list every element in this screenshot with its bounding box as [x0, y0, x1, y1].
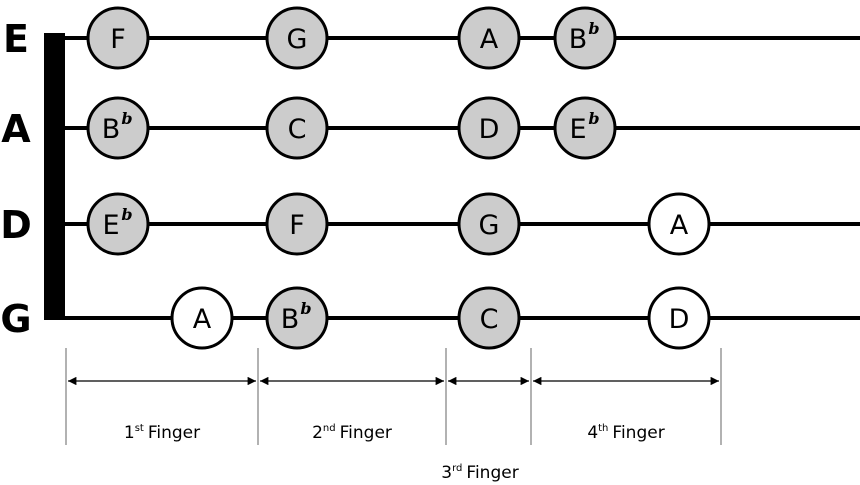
finger-word: Finger	[148, 423, 200, 443]
note-d-2: F	[265, 192, 329, 256]
note-a-2: C	[265, 96, 329, 160]
note-circle	[86, 6, 150, 70]
note-g-3: C	[457, 286, 521, 350]
note-e-3: A	[457, 6, 521, 70]
note-circle	[265, 96, 329, 160]
string-label-g: G	[0, 297, 31, 341]
finger-ordinal-suffix: st	[135, 423, 144, 434]
note-accidental: b	[121, 109, 132, 128]
note-name: C	[480, 304, 499, 335]
note-circle	[86, 192, 150, 256]
finger-ordinal-suffix: rd	[452, 463, 462, 474]
note-name: A	[670, 210, 689, 241]
note-name: A	[193, 304, 212, 335]
note-accidental: b	[588, 109, 599, 128]
string-label-d: D	[0, 203, 32, 247]
note-circle	[265, 286, 329, 350]
note-circle	[86, 96, 150, 160]
note-e-2: G	[265, 6, 329, 70]
note-e-1: F	[86, 6, 150, 70]
note-name: E	[102, 210, 119, 241]
note-circle	[553, 96, 617, 160]
note-circle	[647, 192, 711, 256]
note-circle	[265, 192, 329, 256]
note-circle	[553, 6, 617, 70]
string-label-e: E	[3, 17, 29, 61]
finger-ordinal-suffix: th	[598, 423, 608, 434]
string-label-a: A	[1, 107, 31, 151]
note-g-4: D	[647, 286, 711, 350]
note-name: B	[569, 24, 588, 55]
finger-number: 1	[124, 423, 135, 443]
note-accidental: b	[588, 19, 599, 38]
note-name: G	[479, 210, 500, 241]
note-circle	[457, 96, 521, 160]
note-d-4: A	[647, 192, 711, 256]
note-name: C	[288, 114, 307, 145]
note-circle	[457, 286, 521, 350]
note-name: B	[102, 114, 121, 145]
finger-word: Finger	[466, 463, 518, 483]
note-accidental: b	[121, 205, 132, 224]
finger-number: 4	[587, 423, 598, 443]
note-name: D	[479, 114, 500, 145]
finger-number: 3	[441, 463, 452, 483]
note-name: D	[669, 304, 690, 335]
finger-label-4: 4th Finger	[587, 423, 664, 443]
note-g-1: A	[170, 286, 234, 350]
note-name: G	[287, 24, 308, 55]
note-name: A	[480, 24, 499, 55]
note-d-3: G	[457, 192, 521, 256]
finger-number: 2	[312, 423, 323, 443]
string-letters-layer: E A D G	[0, 17, 32, 341]
note-name: F	[289, 210, 305, 241]
note-name: F	[110, 24, 126, 55]
finger-ordinal-suffix: nd	[323, 423, 336, 434]
finger-word: Finger	[340, 423, 392, 443]
note-a-3: D	[457, 96, 521, 160]
note-name: B	[281, 304, 300, 335]
note-circle	[457, 6, 521, 70]
finger-label-2: 2nd Finger	[312, 423, 392, 443]
note-accidental: b	[300, 299, 311, 318]
note-circle	[170, 286, 234, 350]
note-circle	[647, 286, 711, 350]
note-circle	[457, 192, 521, 256]
finger-word: Finger	[612, 423, 664, 443]
finger-label-3: 3rd Finger	[441, 463, 518, 483]
string-lines-layer	[65, 36, 860, 320]
note-name: E	[569, 114, 586, 145]
note-circle	[265, 6, 329, 70]
nut-bar	[44, 33, 65, 320]
finger-label-1: 1st Finger	[124, 423, 200, 443]
